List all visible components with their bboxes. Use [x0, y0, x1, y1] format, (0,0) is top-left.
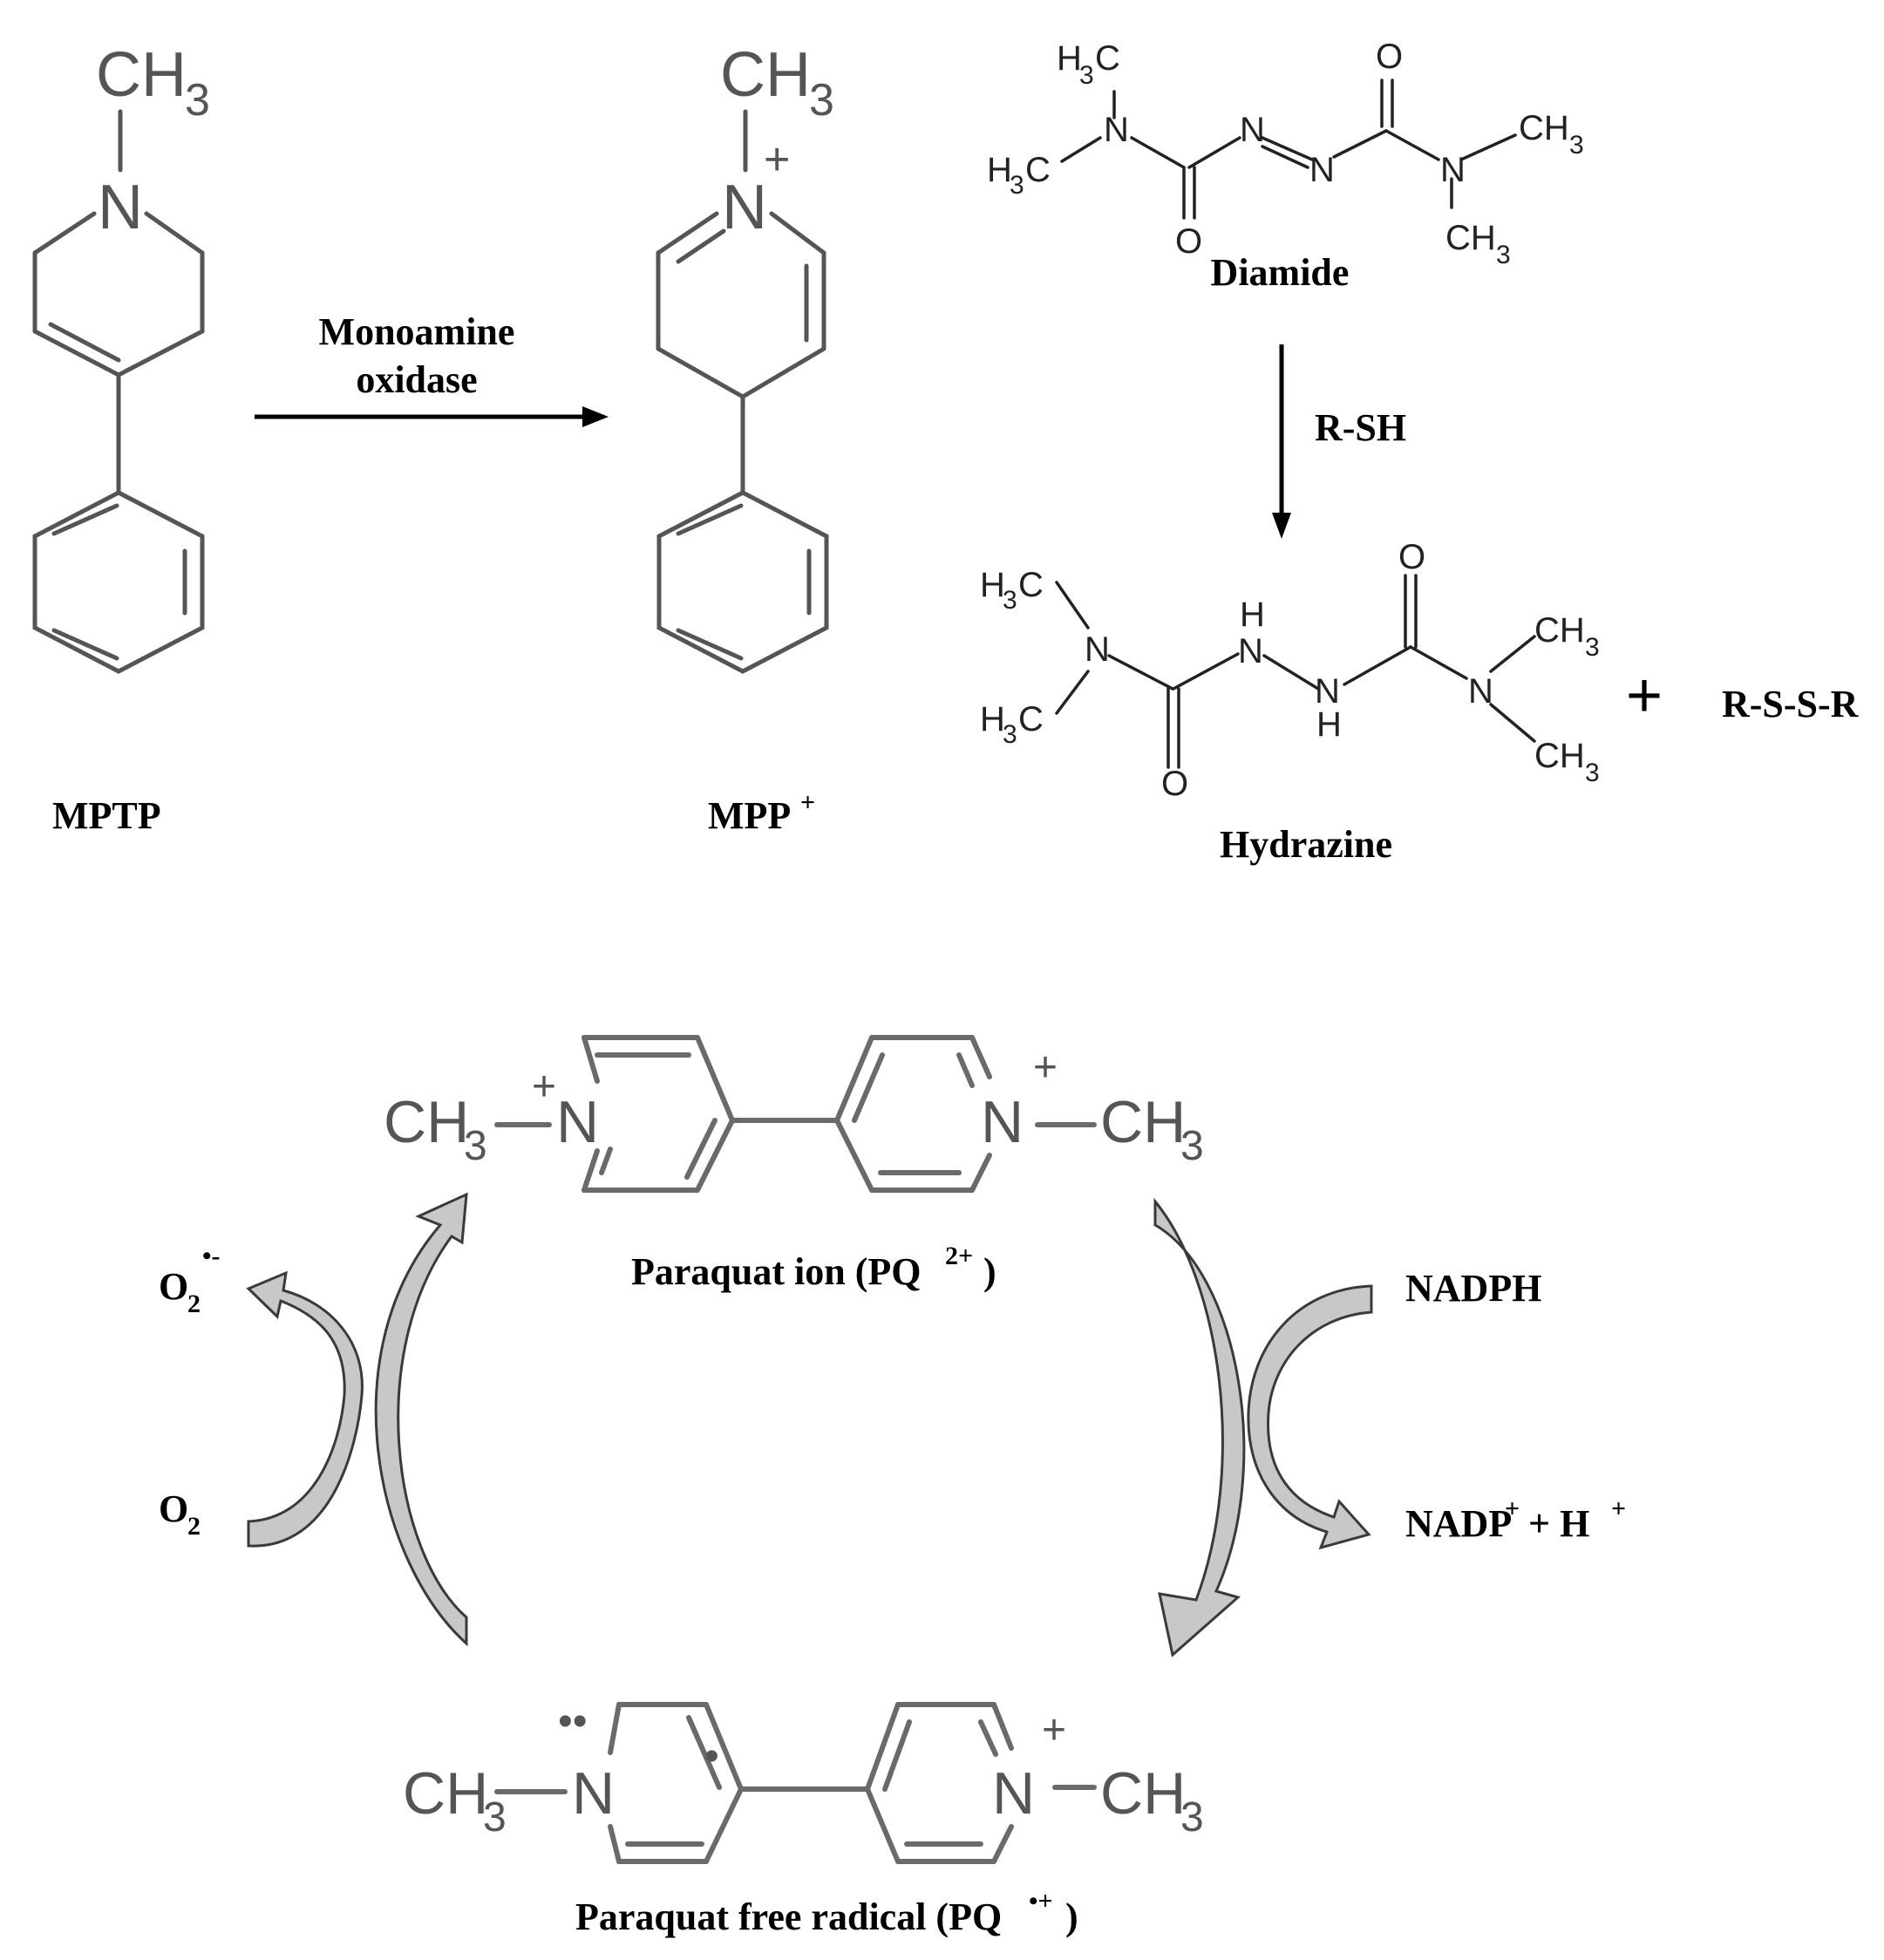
oxygen-o: O [159, 1487, 188, 1530]
diamide-h3c-2-c: C [1025, 151, 1051, 189]
hydrazine-nh-1-h: H [1240, 595, 1265, 634]
diamide-h3c-1-c: C [1095, 39, 1120, 78]
h-charge: + [1611, 1494, 1626, 1523]
hydrazine-h3c-1-c: C [1018, 566, 1044, 604]
superoxide-arrow [246, 1270, 364, 1548]
superoxide-sub: 2 [187, 1290, 201, 1318]
superoxide-o: O [159, 1265, 188, 1308]
pq-radical-label-close: ) [1065, 1895, 1078, 1938]
pq-ion-n-right: N [981, 1089, 1024, 1155]
hydrazine-nh-2-h: H [1316, 705, 1342, 744]
nadp-label: NADP [1405, 1502, 1512, 1545]
diamide-n-azo-2: N [1309, 151, 1335, 189]
paraquat-radical-structure: CH 3 N •• • N + CH 3 [403, 1698, 1204, 1864]
hydrazine-ch3-1-sub: 3 [1585, 633, 1600, 662]
pq-ion-label-close: ) [983, 1250, 996, 1293]
mpp-n-charge: + [764, 134, 790, 185]
hydrazine-h3c-2-h: H [980, 700, 1005, 738]
hydrazine-h3c-2-c: C [1018, 700, 1044, 738]
right-cycle-arrows [1153, 1197, 1373, 1657]
superoxide-charge: •- [202, 1242, 221, 1270]
mpp-structure: CH 3 N + [656, 40, 834, 674]
diamide-structure: H 3 C N H 3 C O N N O N CH 3 CH 3 [987, 37, 1584, 269]
hydrazine-h3c-1-sub: 3 [1003, 586, 1017, 615]
nadph-label: NADPH [1405, 1267, 1541, 1310]
diamide-ch3-1-sub: 3 [1569, 131, 1584, 160]
diamide-h3c-2-h: H [987, 151, 1012, 189]
mptp-nitrogen: N [98, 173, 143, 242]
mpp-methyl-ch: CH [720, 40, 811, 110]
pq-radical-n-right-charge: + [1042, 1707, 1066, 1753]
nadp-plus-h: + H [1519, 1502, 1589, 1545]
pq-radical-lone-pair: •• [558, 1698, 588, 1745]
mpp-nitrogen: N [722, 173, 767, 242]
diamide-label: Diamide [1211, 251, 1350, 294]
pq-radical-label-charge: •+ [1029, 1887, 1053, 1916]
left-up-arrow [374, 1192, 468, 1647]
diamide-n-azo-1: N [1240, 111, 1265, 149]
diamide-ch3-2-sub: 3 [1496, 241, 1511, 269]
hydrazine-n-right: N [1468, 672, 1493, 711]
mpp-methyl-subscript: 3 [809, 75, 834, 126]
pq-ion-ch3-left: CH [384, 1089, 469, 1155]
hydrazine-label: Hydrazine [1220, 823, 1392, 866]
pq-ion-n-right-charge: + [1033, 1045, 1058, 1091]
pq-ion-label-charge: 2+ [945, 1242, 973, 1270]
hydrazine-ch3-1-ch: CH [1534, 611, 1585, 650]
hydrazine-o-right: O [1398, 538, 1425, 576]
pq-ion-n-left: N [556, 1089, 599, 1155]
nadp-charge: + [1505, 1494, 1520, 1523]
pq-radical-dot: • [704, 1733, 719, 1780]
hydrazine-h3c-1-h: H [980, 566, 1005, 604]
pq-ion-ch3-right: CH [1100, 1089, 1186, 1155]
pq-radical-ch3-left-sub: 3 [483, 1794, 507, 1841]
rsh-arrow [1272, 344, 1291, 539]
plus-sign: + [1626, 661, 1663, 731]
hydrazine-ch3-2-ch: CH [1534, 737, 1585, 775]
mao-arrow [255, 406, 609, 427]
disulfide-label: R-S-S-R [1722, 683, 1860, 725]
pq-ion-ch3-left-sub: 3 [464, 1123, 487, 1169]
mptp-label: MPTP [52, 794, 161, 837]
diamide-ch3-1-ch: CH [1519, 109, 1569, 147]
hydrazine-o-left: O [1161, 765, 1188, 803]
right-down-arrow [1153, 1197, 1246, 1657]
diamide-n-right: N [1440, 151, 1466, 189]
pq-radical-n-right: N [992, 1760, 1035, 1827]
hydrazine-nh-2-n: N [1315, 672, 1340, 711]
rsh-label: R-SH [1315, 406, 1406, 449]
diamide-h3c-2-sub: 3 [1010, 171, 1024, 200]
enzyme-label-line2: oxidase [356, 358, 477, 401]
mpp-label: MPP [708, 794, 791, 837]
pq-radical-ch3-left: CH [403, 1760, 488, 1827]
diamide-ch3-2-ch: CH [1445, 219, 1496, 257]
hydrazine-n-left: N [1085, 630, 1110, 669]
diamide-o-right: O [1376, 37, 1403, 76]
hydrazine-structure: H 3 C N H 3 C O H N N H O N CH 3 CH 3 [980, 538, 1600, 803]
pq-radical-ch3-right-sub: 3 [1180, 1794, 1204, 1841]
hydrazine-h3c-2-sub: 3 [1003, 720, 1017, 749]
pq-ion-ch3-right-sub: 3 [1180, 1123, 1204, 1169]
diamide-o-left: O [1175, 222, 1202, 261]
pq-radical-n-left: N [572, 1760, 615, 1827]
diamide-h3c-1-h: H [1057, 39, 1082, 78]
mpp-label-charge: + [800, 788, 815, 817]
enzyme-label-line1: Monoamine [319, 310, 515, 353]
pq-radical-ch3-right: CH [1100, 1760, 1186, 1827]
pq-ion-n-left-charge: + [532, 1064, 556, 1110]
mptp-methyl-subscript: 3 [185, 75, 210, 126]
hydrazine-ch3-2-sub: 3 [1585, 759, 1600, 787]
left-cycle-arrows [246, 1192, 468, 1647]
pq-ion-label: Paraquat ion (PQ [631, 1250, 921, 1293]
pq-radical-label: Paraquat free radical (PQ [575, 1895, 1002, 1938]
paraquat-ion-structure: CH 3 N + N + CH 3 [384, 1035, 1204, 1193]
hydrazine-nh-1-n: N [1238, 632, 1263, 670]
diamide-n-left: N [1104, 111, 1129, 149]
mptp-structure: CH 3 N [32, 40, 210, 674]
oxygen-sub: 2 [187, 1512, 201, 1541]
mptp-methyl-ch: CH [96, 40, 187, 110]
diamide-h3c-1-sub: 3 [1079, 61, 1094, 90]
nadph-arrow [1247, 1284, 1373, 1550]
